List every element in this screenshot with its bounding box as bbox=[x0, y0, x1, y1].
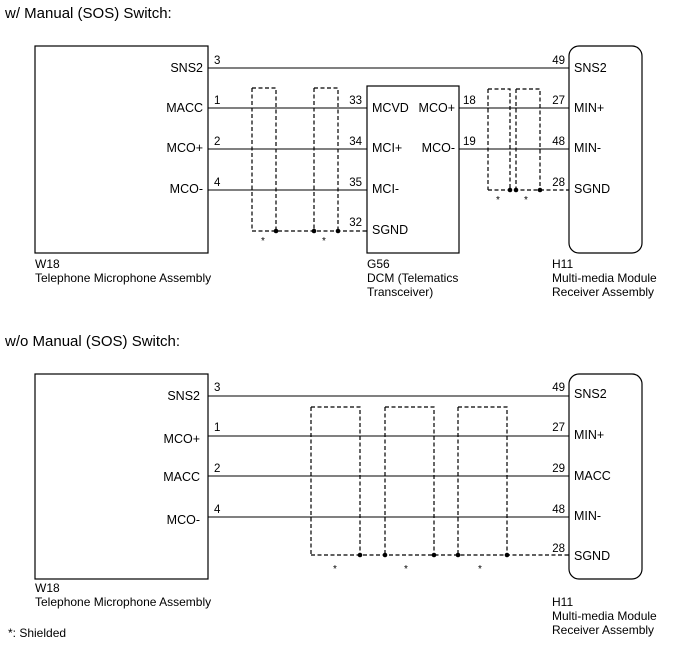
bottom-shield-1 bbox=[311, 406, 361, 555]
top-shield-right-dot-1 bbox=[507, 187, 513, 193]
top-g56-lsig-2: MCI+ bbox=[372, 141, 402, 155]
top-shield-left-1 bbox=[252, 87, 277, 231]
top-g56-name-1: DCM (Telematics bbox=[367, 271, 458, 285]
bottom-shield-mark-2: * bbox=[404, 564, 408, 575]
bottom-w18-code: W18 bbox=[35, 581, 60, 595]
top-h11-name-1: Multi-media Module bbox=[552, 271, 657, 285]
top-shield-mark-2: * bbox=[322, 236, 326, 247]
bottom-shield-2 bbox=[385, 406, 435, 555]
bottom-shield-dot-1 bbox=[357, 552, 363, 558]
bottom-w18-sig-3: MACC bbox=[163, 470, 200, 484]
bottom-h11-sig-1: SNS2 bbox=[574, 387, 607, 401]
top-shield-left-dot-1 bbox=[273, 228, 279, 234]
top-w18-sig-1: SNS2 bbox=[170, 61, 203, 75]
bottom-title: w/o Manual (SOS) Switch: bbox=[4, 333, 180, 350]
top-w18-pin-3: 2 bbox=[214, 136, 220, 148]
bottom-w18-sig-1: SNS2 bbox=[167, 389, 200, 403]
bottom-w18-pin-2: 1 bbox=[214, 422, 220, 434]
bottom-h11-name-1: Multi-media Module bbox=[552, 609, 657, 623]
top-g56-lpin-2: 34 bbox=[349, 136, 362, 148]
top-h11-sig-4: SGND bbox=[574, 182, 610, 196]
top-h11-sig-1: SNS2 bbox=[574, 61, 607, 75]
top-g56-rpin-2: 19 bbox=[463, 136, 476, 148]
top-shield-mark-1: * bbox=[261, 236, 265, 247]
top-shield-left-dot-2 bbox=[311, 228, 317, 234]
bottom-h11-sig-2: MIN+ bbox=[574, 428, 604, 442]
bottom-h11-pin-1: 49 bbox=[552, 382, 565, 394]
top-h11-name-2: Receiver Assembly bbox=[552, 285, 654, 299]
bottom-shield-dot-5 bbox=[504, 552, 510, 558]
bottom-shield-dot-2 bbox=[382, 552, 388, 558]
top-h11-code: H11 bbox=[552, 257, 573, 271]
top-shield-right-1 bbox=[488, 88, 511, 190]
top-shield-left-dot-3 bbox=[335, 228, 341, 234]
bottom-h11-pin-3: 29 bbox=[552, 463, 565, 475]
bottom-w18-pin-4: 4 bbox=[214, 504, 221, 516]
bottom-h11-name-2: Receiver Assembly bbox=[552, 623, 654, 637]
bottom-w18-name: Telephone Microphone Assembly bbox=[35, 595, 211, 609]
bottom-h11-pin-5: 28 bbox=[552, 543, 565, 555]
bottom-h11-pin-4: 48 bbox=[552, 504, 565, 516]
top-g56-name-2: Transceiver) bbox=[367, 285, 433, 299]
bottom-diagram: w/o Manual (SOS) Switch: SNS2 MCO+ MACC … bbox=[4, 333, 657, 637]
top-w18-sig-2: MACC bbox=[166, 101, 203, 115]
top-h11-sig-2: MIN+ bbox=[574, 101, 604, 115]
top-g56-box bbox=[366, 85, 460, 254]
bottom-shield-3 bbox=[458, 406, 508, 555]
top-g56-lpin-4: 32 bbox=[349, 217, 362, 229]
top-g56-lpin-1: 33 bbox=[349, 95, 362, 107]
top-w18-name: Telephone Microphone Assembly bbox=[35, 271, 211, 285]
top-shield-right-dot-3 bbox=[537, 187, 543, 193]
top-g56-code: G56 bbox=[367, 257, 390, 271]
top-h11-pin-2: 27 bbox=[552, 95, 565, 107]
top-shield-left-2 bbox=[314, 87, 339, 231]
bottom-w18-pin-1: 3 bbox=[214, 382, 220, 394]
bottom-shield-mark-3: * bbox=[478, 564, 482, 575]
top-w18-pin-4: 4 bbox=[214, 177, 221, 189]
top-h11-pin-4: 28 bbox=[552, 177, 565, 189]
footnote: *: Shielded bbox=[8, 626, 66, 640]
bottom-h11-sig-3: MACC bbox=[574, 469, 611, 483]
top-g56-lsig-1: MCVD bbox=[372, 101, 409, 115]
top-w18-pin-2: 1 bbox=[214, 95, 220, 107]
top-w18-code: W18 bbox=[35, 257, 60, 271]
top-title: w/ Manual (SOS) Switch: bbox=[4, 5, 172, 22]
bottom-shield-dot-3 bbox=[431, 552, 437, 558]
top-shield-mark-3: * bbox=[496, 195, 500, 206]
top-g56-rpin-1: 18 bbox=[463, 95, 476, 107]
top-g56-lsig-4: SGND bbox=[372, 223, 408, 237]
top-shield-mark-4: * bbox=[524, 195, 528, 206]
bottom-h11-code: H11 bbox=[552, 595, 573, 609]
top-h11-pin-3: 48 bbox=[552, 136, 565, 148]
top-w18-pin-1: 3 bbox=[214, 55, 220, 67]
bottom-w18-sig-2: MCO+ bbox=[164, 432, 200, 446]
top-h11-pin-1: 49 bbox=[552, 55, 565, 67]
top-shield-right-dot-2 bbox=[513, 187, 519, 193]
bottom-h11-pin-2: 27 bbox=[552, 422, 565, 434]
bottom-shield-dot-4 bbox=[455, 552, 461, 558]
bottom-shield-mark-1: * bbox=[333, 564, 337, 575]
top-w18-sig-3: MCO+ bbox=[167, 141, 203, 155]
bottom-w18-sig-4: MCO- bbox=[167, 513, 200, 527]
top-h11-sig-3: MIN- bbox=[574, 141, 601, 155]
top-g56-lsig-3: MCI- bbox=[372, 182, 399, 196]
bottom-h11-sig-4: MIN- bbox=[574, 509, 601, 523]
top-w18-sig-4: MCO- bbox=[170, 182, 203, 196]
bottom-h11-sig-5: SGND bbox=[574, 549, 610, 563]
top-shield-right-2 bbox=[516, 88, 541, 190]
top-g56-rsig-1: MCO+ bbox=[419, 101, 455, 115]
bottom-w18-pin-3: 2 bbox=[214, 463, 220, 475]
top-g56-lpin-3: 35 bbox=[349, 177, 362, 189]
top-g56-rsig-2: MCO- bbox=[422, 141, 455, 155]
top-diagram: w/ Manual (SOS) Switch: SNS2 MACC MCO+ M… bbox=[4, 5, 657, 299]
